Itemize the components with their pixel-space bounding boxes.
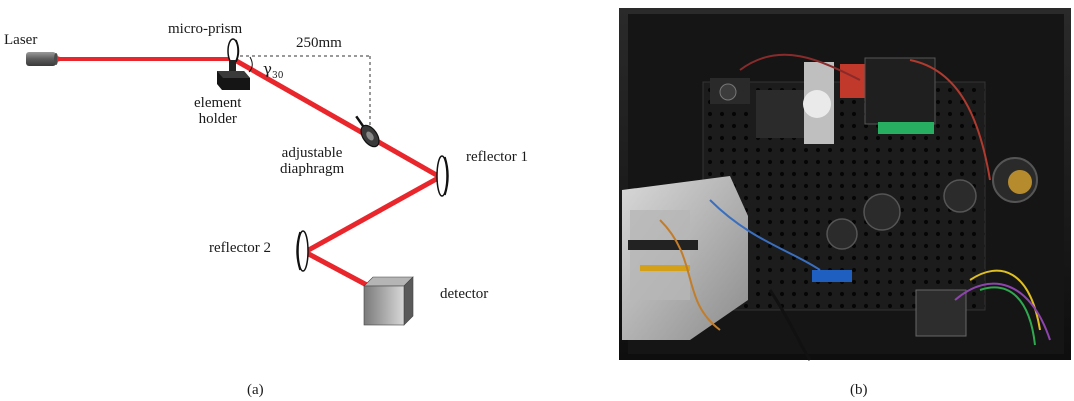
- photo-panel: (b): [560, 0, 1074, 401]
- schematic-diagram: [26, 38, 449, 326]
- power-supply: [622, 176, 748, 340]
- element-holder-label: element holder: [194, 95, 242, 127]
- caption-a: (a): [247, 382, 264, 398]
- distance-label: 250mm: [296, 35, 342, 51]
- reflector-2-label: reflector 2: [209, 240, 272, 256]
- element-holder: [217, 60, 250, 90]
- micro-prism-label: micro-prism: [168, 21, 243, 37]
- reflector-1-label: reflector 1: [466, 149, 529, 165]
- laser-label: Laser: [4, 32, 38, 48]
- detector: [363, 276, 414, 326]
- cables: [659, 53, 1051, 361]
- angle-arc: [248, 56, 253, 73]
- micro-prism: [227, 38, 240, 64]
- reflector-2: [296, 230, 309, 272]
- laser-source: [26, 52, 66, 66]
- caption-b: (b): [850, 382, 868, 398]
- adjustable-diaphragm-label: adjustable diaphragm: [280, 145, 345, 177]
- reflector-1: [436, 155, 449, 197]
- angle-label: γ30: [263, 60, 284, 81]
- optical-mounts: [710, 57, 1038, 337]
- schematic-panel: Laser micro-prism 250mm γ30 element hold…: [4, 21, 529, 398]
- adjustable-diaphragm: [355, 115, 380, 148]
- detector-label: detector: [440, 286, 489, 302]
- setup-photograph: [619, 8, 1071, 361]
